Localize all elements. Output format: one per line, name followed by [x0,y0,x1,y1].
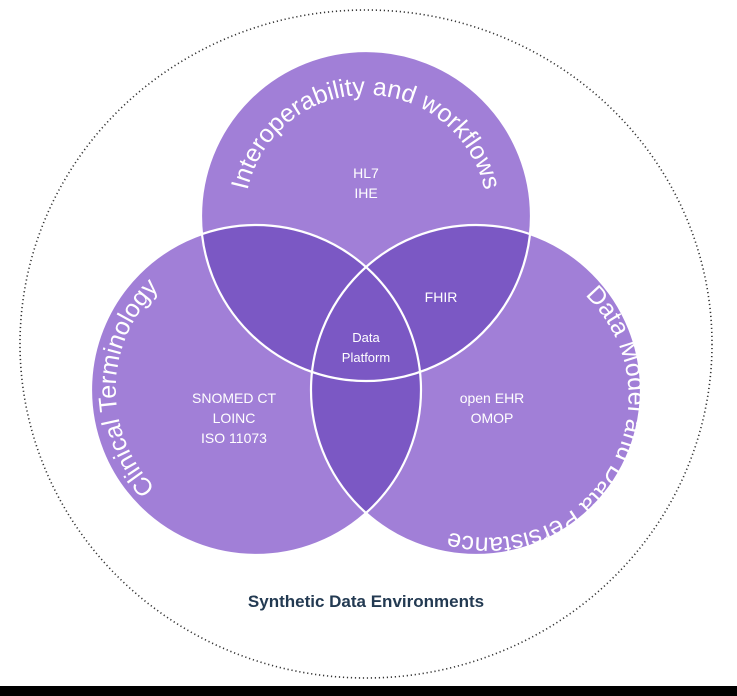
circle-outlines [89,49,643,557]
left-item-3: ISO 11073 [201,430,267,446]
overlap-regions [201,225,531,555]
top-circle-outline [199,49,533,383]
right-item-1: open EHR [460,390,525,406]
right-circle-outline [309,223,643,557]
center-label-line-2: Platform [342,350,390,365]
left-item-2: LOINC [213,410,256,426]
overlap-left-right [311,225,421,555]
top-item-2: IHE [354,185,377,201]
overlap-top-right-label: FHIR [425,289,458,305]
outer-dotted-circle [19,9,713,679]
left-circle-outline [89,223,423,557]
top-item-1: HL7 [353,165,379,181]
left-item-1: SNOMED CT [192,390,276,406]
center-label-line-1: Data [352,330,380,345]
footer-caption: Synthetic Data Environments [248,592,484,611]
bottom-bar [0,686,737,696]
right-item-2: OMOP [471,410,514,426]
